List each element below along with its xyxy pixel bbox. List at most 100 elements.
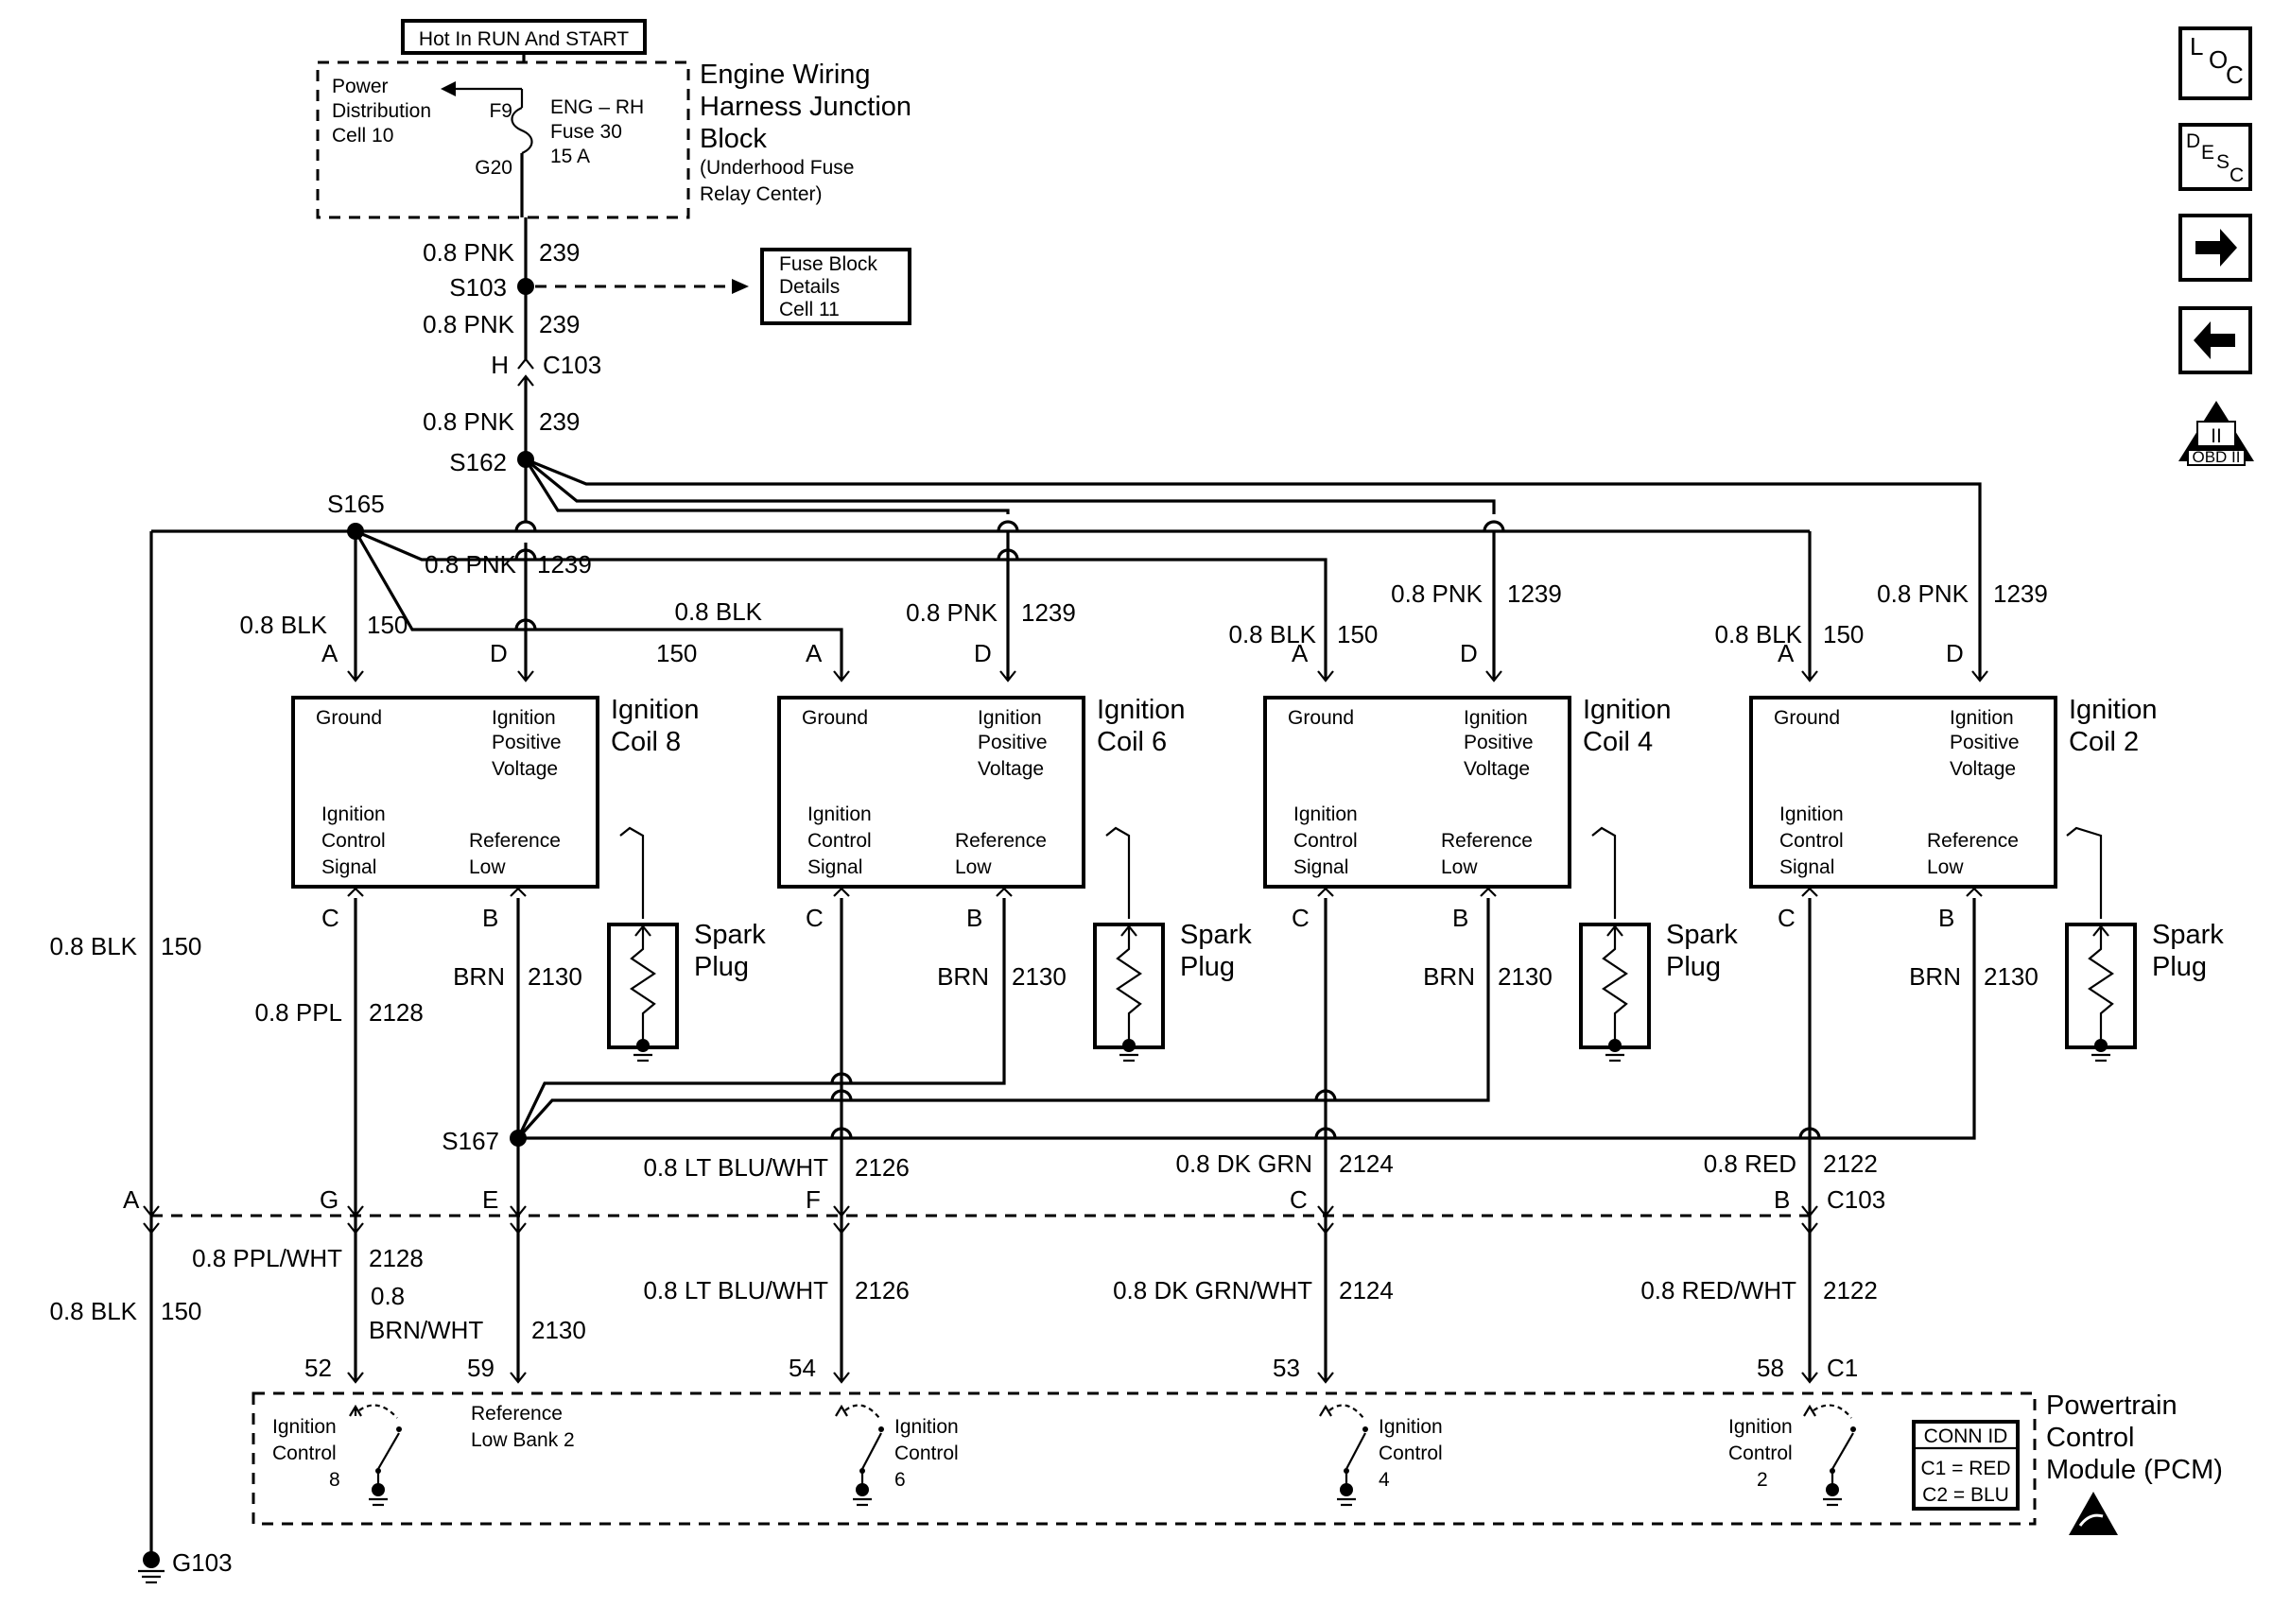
loc-c: C <box>2226 60 2244 89</box>
loc-button[interactable]: L O C <box>2178 26 2252 100</box>
coil8-pin-c: C <box>321 904 339 932</box>
coil4-pin-d: D <box>1460 639 1478 667</box>
coil4-box <box>1263 696 1571 889</box>
sig4-lower-circuit: 2124 <box>1339 1276 1394 1304</box>
coil4-signal-2: Control <box>1293 830 1358 852</box>
jb-subtitle-1: (Underhood Fuse <box>700 157 854 179</box>
coil2-ground-label: Ground <box>1774 707 1840 729</box>
coil4-name-1: Ignition <box>1583 695 1672 725</box>
coil6-voltage-1: Ignition <box>978 707 1042 729</box>
c103-pin-f: F <box>806 1185 821 1214</box>
obd-label: OBD II <box>2192 448 2240 466</box>
c103-pin-b: B <box>1774 1185 1790 1214</box>
desc-s: S <box>2216 151 2230 173</box>
coil4-ground-label: Ground <box>1288 707 1354 729</box>
sig2-upper-circuit: 2122 <box>1823 1149 1878 1178</box>
conn-id-title: CONN ID <box>1924 1425 2008 1447</box>
spark-plug-icon <box>1602 928 1628 1040</box>
coil8-signal-1: Ignition <box>321 803 386 825</box>
coil4-ref-circuit: 2130 <box>1498 962 1553 991</box>
power-dist-line3: Cell 10 <box>332 125 393 147</box>
splice-s162: S162 <box>449 448 507 476</box>
ctrl4-1: Ignition <box>1379 1416 1443 1438</box>
ctrl4-2: Control <box>1379 1443 1443 1464</box>
fuse-block-ref-box[interactable] <box>760 248 911 325</box>
jb-title-2: Harness Junction <box>700 92 911 122</box>
fuse-line1: ENG – RH <box>550 96 644 118</box>
connector-chevron-icon <box>517 374 534 387</box>
ground-wire-lower-circuit: 150 <box>161 1297 201 1325</box>
sig8-lower-color: 0.8 PPL/WHT <box>192 1244 342 1272</box>
pcm-ref-2: Low Bank 2 <box>471 1429 575 1451</box>
spark-plug-6-line1: Spark <box>1180 920 1252 950</box>
coil6-feed-circuit: 1239 <box>1021 598 1076 627</box>
coil6-ground-circuit: 150 <box>656 639 697 667</box>
sig4-upper-circuit: 2124 <box>1339 1149 1394 1178</box>
pcm-box <box>252 1391 2037 1526</box>
coil8-box <box>291 696 599 889</box>
power-dist-line2: Distribution <box>332 100 431 122</box>
coil2-ref-circuit: 2130 <box>1984 962 2039 991</box>
coil2-signal-2: Control <box>1779 830 1844 852</box>
loc-l: L <box>2190 32 2203 60</box>
sig6-lower-color: 0.8 LT BLU/WHT <box>643 1276 828 1304</box>
spark-plug-icon <box>630 928 656 1040</box>
pcm-name-2: Control <box>2046 1423 2135 1453</box>
ctrl2-1: Ignition <box>1728 1416 1793 1438</box>
next-button[interactable] <box>2178 214 2252 282</box>
coil6-ref-1: Reference <box>955 830 1047 852</box>
ctrl2-3: 2 <box>1757 1469 1768 1491</box>
desc-button[interactable]: D E S C <box>2178 123 2252 191</box>
coil8-ref-circuit: 2130 <box>528 962 582 991</box>
prev-button[interactable] <box>2178 306 2252 374</box>
coil8-ground-circuit: 150 <box>367 611 408 639</box>
feed-wire-c: 0.8 PNK <box>423 407 514 436</box>
conn-id-c2: C2 = BLU <box>1922 1484 2009 1506</box>
coil2-ref-1: Reference <box>1927 830 2019 852</box>
ref-lower-circuit: 2130 <box>531 1316 586 1344</box>
coil8-name-1: Ignition <box>611 695 700 725</box>
coil4-ref-1: Reference <box>1441 830 1533 852</box>
switch-icon <box>1831 1432 1854 1470</box>
conn-id-box <box>1912 1420 2020 1511</box>
switch-icon <box>377 1432 400 1470</box>
pcm-chevrons <box>347 1372 1818 1384</box>
coil6-feed-wire: 0.8 PNK <box>906 598 998 627</box>
coil2-voltage-2: Positive <box>1950 732 2020 753</box>
desc-d: D <box>2186 130 2200 152</box>
coil4-voltage-2: Positive <box>1464 732 1534 753</box>
coil8-ref-2: Low <box>469 856 506 878</box>
spark-plug-icon <box>1116 928 1142 1040</box>
spark-plug-4-line2: Plug <box>1666 952 1721 982</box>
fuse-block-ref-1: Fuse Block <box>779 253 877 275</box>
pcm-name-3: Module (PCM) <box>2046 1455 2223 1485</box>
feed-circuit-a: 239 <box>539 238 580 267</box>
obd2-button[interactable]: II OBD II <box>2178 401 2254 466</box>
ground-wire-circuit: 150 <box>161 932 201 960</box>
ground-wire-lower-color: 0.8 BLK <box>49 1297 137 1325</box>
pcm-pin-59: 59 <box>467 1354 495 1382</box>
arrow-left-icon <box>2194 321 2235 359</box>
coil8-voltage-1: Ignition <box>492 707 556 729</box>
ctrl6-2: Control <box>894 1443 959 1464</box>
coil8-ref-1: Reference <box>469 830 561 852</box>
feed-wire-a: 0.8 PNK <box>423 238 514 267</box>
ignition-coil-2: 0.8 PNK 1239 0.8 BLK 150 A D Ground Igni… <box>1714 579 2224 1063</box>
ground-symbol-icon <box>138 1569 165 1584</box>
c103-chevrons <box>143 1205 1818 1235</box>
coil2-signal-1: Ignition <box>1779 803 1844 825</box>
ignition-coil-6: 0.8 PNK 1239 0.8 BLK 150 A D Ground Igni… <box>656 597 1252 1063</box>
pcm-connector-c1: C1 <box>1827 1354 1858 1382</box>
coil6-signal-1: Ignition <box>807 803 872 825</box>
sig6-upper-color: 0.8 LT BLU/WHT <box>643 1153 828 1182</box>
spark-plug-8-line1: Spark <box>694 920 766 950</box>
coil4-pin-b: B <box>1452 904 1468 932</box>
loc-o: O <box>2209 45 2228 74</box>
spark-plug-2-line2: Plug <box>2152 952 2207 982</box>
coil6-name-2: Coil 6 <box>1097 727 1167 757</box>
ground-wire-color: 0.8 BLK <box>49 932 137 960</box>
coil2-ref-2: Low <box>1927 856 1964 878</box>
connector-c103-top: C103 <box>543 351 601 379</box>
